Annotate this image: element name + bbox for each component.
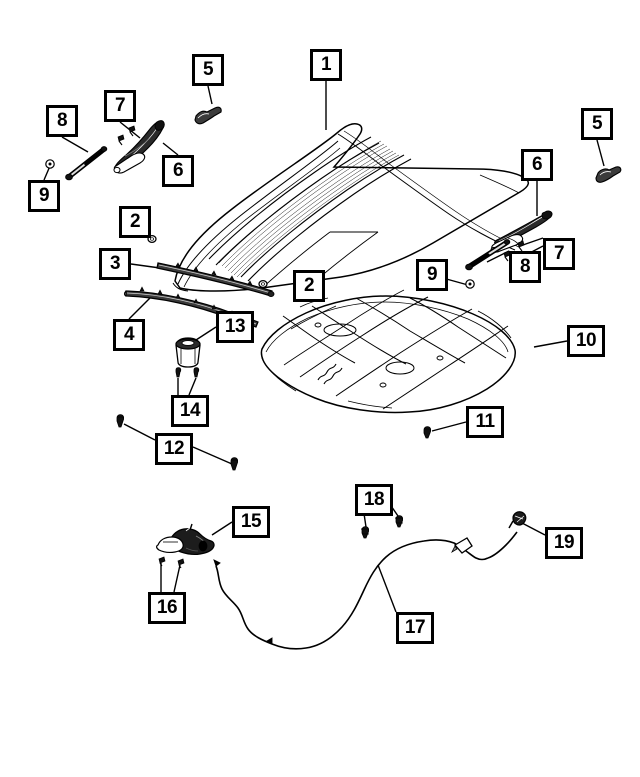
callout-screw-hinge-left[interactable]: 7 [104, 90, 136, 122]
part-hood-release-cable [213, 531, 518, 650]
callout-cable-retainer-clip[interactable]: 18 [355, 484, 393, 516]
callout-hood-latch[interactable]: 15 [232, 506, 270, 538]
callout-nut-left[interactable]: 9 [28, 180, 60, 212]
part-clip-right [595, 166, 622, 183]
callout-hood-insulation-pad[interactable]: 10 [567, 325, 605, 357]
part-latch-screw-left [158, 556, 166, 567]
part-clip-left [194, 106, 222, 125]
part-nut-left [45, 159, 55, 169]
part-cable-end-connector [508, 511, 527, 529]
part-grommet-lower [258, 279, 268, 289]
part-insulation-retainer [423, 426, 432, 439]
callout-screw-hinge-right[interactable]: 7 [543, 238, 575, 270]
part-hood-clip-lower [230, 457, 239, 471]
part-push-pin-left [175, 367, 182, 378]
part-push-pin-right [193, 367, 200, 378]
callout-nut-right[interactable]: 9 [416, 259, 448, 291]
part-hinge-screw-right-a [517, 240, 525, 252]
part-cable-retainer-clip-left [361, 526, 370, 539]
callout-gas-strut-left[interactable]: 8 [46, 105, 78, 137]
part-gas-strut-left [65, 146, 108, 181]
callout-hinge-right[interactable]: 6 [521, 149, 553, 181]
part-gas-strut-right [465, 239, 511, 271]
part-hinge-left [113, 120, 165, 174]
part-hinge-screw-left-a [128, 125, 136, 137]
callout-hood-seal-upper[interactable]: 3 [99, 248, 131, 280]
part-hood-bumper [175, 337, 201, 368]
part-latch-screw-right [177, 558, 185, 569]
callout-clip-right[interactable]: 5 [581, 108, 613, 140]
callout-latch-screw-pair[interactable]: 16 [148, 592, 186, 624]
part-hinge-screw-left-b [117, 134, 125, 146]
callout-hood-bumper[interactable]: 13 [216, 311, 254, 343]
callout-grommet-upper[interactable]: 2 [119, 206, 151, 238]
part-nut-right [465, 279, 475, 289]
callout-grommet-lower[interactable]: 2 [293, 270, 325, 302]
callout-clip-left[interactable]: 5 [192, 54, 224, 86]
callout-cable-end-connector[interactable]: 19 [545, 527, 583, 559]
callout-hood-panel[interactable]: 1 [310, 49, 342, 81]
callout-hinge-left[interactable]: 6 [162, 155, 194, 187]
callout-hood-clip-pair[interactable]: 12 [155, 433, 193, 465]
part-hood-latch [156, 523, 215, 555]
callout-hood-release-cable[interactable]: 17 [396, 612, 434, 644]
callout-hood-seal-lower[interactable]: 4 [113, 319, 145, 351]
callout-gas-strut-right[interactable]: 8 [509, 251, 541, 283]
part-cable-retainer-clip-right [395, 515, 404, 528]
part-hood-insulation-pad [260, 289, 516, 414]
part-hood-panel [172, 123, 529, 292]
callout-push-pin-pair[interactable]: 14 [171, 395, 209, 427]
part-hood-seal-upper [156, 262, 275, 298]
part-hood-clip-upper [116, 414, 125, 428]
callout-insulation-retainer[interactable]: 11 [466, 406, 504, 438]
